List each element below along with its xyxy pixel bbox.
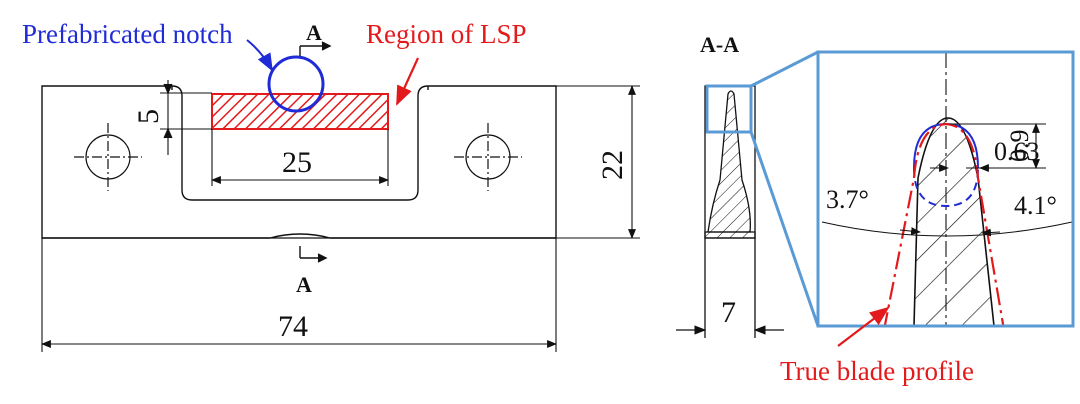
dim-lsp-length	[211, 129, 389, 186]
specimen-front-view	[41, 85, 557, 239]
dim-length	[41, 238, 557, 352]
dim-label-left-angle: 3.7°	[826, 185, 869, 214]
dim-label-tip-width: 0.63	[994, 137, 1040, 166]
dim-label-thickness: 7	[721, 296, 736, 329]
section-marker-top: A	[306, 20, 322, 45]
true-profile-leader	[837, 306, 890, 347]
lsp-leader-arrow	[395, 57, 420, 106]
dim-label-length: 74	[278, 310, 308, 343]
section-marker-bottom: A	[296, 272, 312, 297]
label-region-of-lsp: Region of LSP	[366, 19, 527, 49]
dim-label-lsp-length: 25	[282, 146, 312, 179]
label-true-blade-profile: True blade profile	[780, 356, 974, 386]
specimen-outline	[41, 85, 557, 239]
dim-label-height: 22	[596, 150, 629, 180]
label-prefabricated-notch: Prefabricated notch	[22, 19, 233, 49]
true-profile-line	[883, 122, 1005, 326]
dim-label-right-angle: 4.1°	[1014, 191, 1057, 220]
detail-frame	[816, 50, 1075, 328]
section-cut-bottom	[299, 246, 328, 263]
section-view-title: A-A	[700, 32, 739, 57]
dim-label-notch-depth: 5	[132, 109, 165, 124]
mounting-hole-left	[74, 123, 142, 191]
detail-callout	[705, 50, 820, 327]
dim-height	[556, 85, 640, 239]
detail-view	[816, 50, 1075, 328]
notch-leader-arrow	[246, 39, 273, 72]
prefabricated-notch-circle	[267, 55, 325, 113]
section-cut-top	[299, 41, 332, 56]
dim-notch-depth	[160, 80, 212, 155]
mounting-hole-right	[454, 123, 522, 191]
dim-label-tip-height: 0.9	[1005, 130, 1034, 163]
detail-blade-body	[913, 117, 995, 326]
